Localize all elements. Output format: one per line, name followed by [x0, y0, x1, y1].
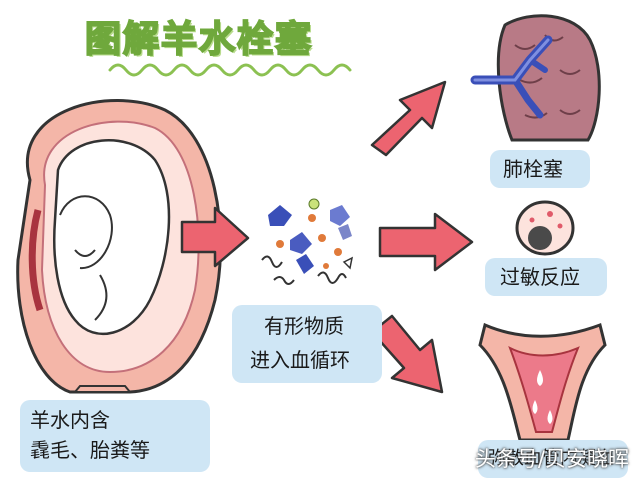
lung-illustration — [470, 14, 601, 142]
allergy-label: 过敏反应 — [500, 265, 580, 289]
allergy-label-bg — [485, 258, 607, 296]
middle-label-line2: 进入血循环 — [250, 348, 350, 372]
source-label-bg — [20, 400, 210, 472]
source-label-line1: 羊水内含 — [30, 408, 110, 432]
particles-illustration — [261, 198, 354, 285]
arrow-to-allergy — [378, 212, 474, 272]
dic-label-bg — [478, 440, 628, 478]
dic-uterus-illustration — [478, 322, 607, 442]
watermark: 头条号/贝安晓晖 — [474, 447, 629, 471]
arrow-to-particles — [180, 206, 250, 268]
lung-label: 肺栓塞 — [503, 157, 563, 181]
middle-label-line1: 有形物质 — [264, 314, 344, 338]
middle-label-bg — [232, 305, 382, 383]
source-label-line2: 毳毛、胎粪等 — [30, 438, 150, 462]
diagram-title: 图解羊水栓塞 — [84, 18, 314, 61]
allergy-cell-illustration — [515, 200, 575, 256]
lung-label-bg — [490, 150, 590, 188]
title-underline — [108, 63, 352, 77]
arrow-to-lung — [370, 80, 447, 157]
dic-label: 弥散血管内凝血 — [488, 448, 614, 469]
arrow-to-dic — [370, 314, 444, 394]
arrows — [180, 80, 474, 394]
uterus-fetus-illustration — [16, 99, 223, 394]
